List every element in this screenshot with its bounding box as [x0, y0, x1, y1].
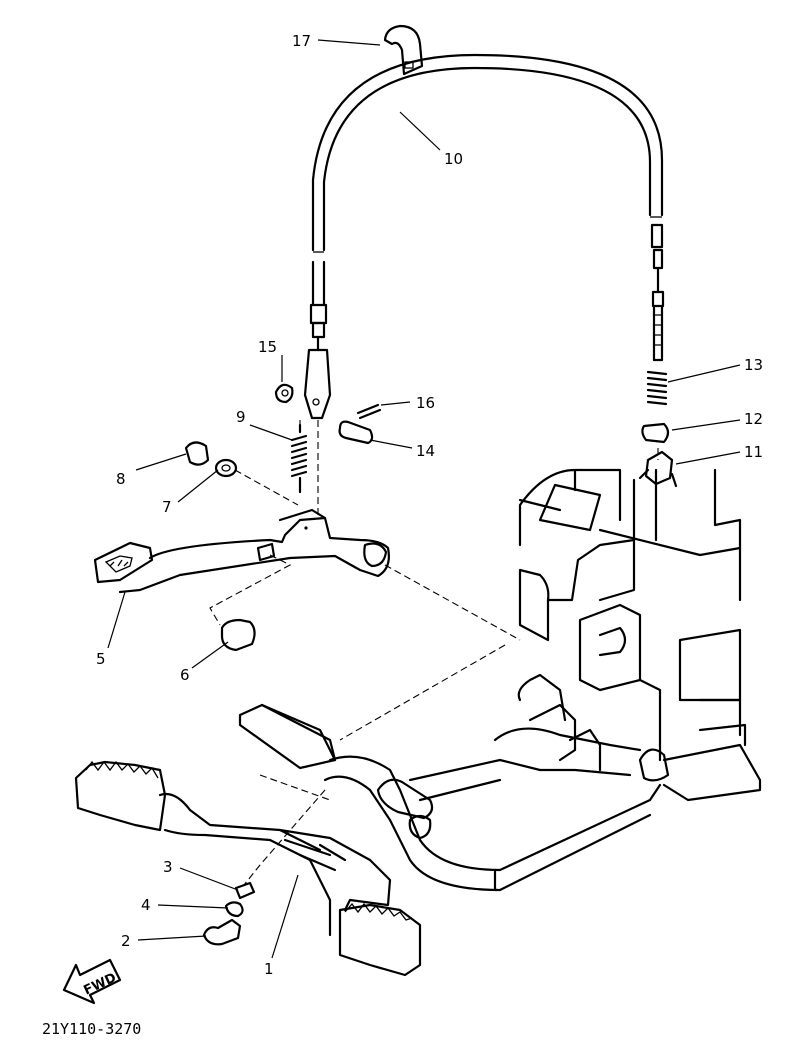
- callout-16: 16: [416, 394, 435, 412]
- callout-1: 1: [264, 960, 274, 978]
- washer-7: [214, 458, 238, 478]
- clevis-pin: [338, 420, 374, 445]
- callout-10: 10: [444, 150, 463, 168]
- callout-5: 5: [96, 650, 106, 668]
- callout-11: 11: [744, 443, 763, 461]
- cotter-pin: [356, 403, 382, 420]
- adjuster-spring: [646, 370, 668, 406]
- callout-4: 4: [141, 896, 151, 914]
- cable-clamp: [383, 24, 424, 76]
- callout-6: 6: [180, 666, 190, 684]
- callout-2: 2: [121, 932, 131, 950]
- callout-17: 17: [292, 32, 311, 50]
- cable-bracket-nut: [638, 450, 678, 488]
- nut-8: [184, 441, 210, 466]
- lock-washer-4: [224, 901, 244, 918]
- callout-8: 8: [116, 470, 126, 488]
- assembly-lines: [209, 420, 659, 886]
- callout-3: 3: [163, 858, 173, 876]
- callout-7: 7: [162, 498, 172, 516]
- washer-3: [234, 881, 256, 900]
- callout-13: 13: [744, 356, 763, 374]
- part-code: 21Y110-3270: [42, 1020, 141, 1038]
- callout-15: 15: [258, 338, 277, 356]
- callout-12: 12: [744, 410, 763, 428]
- frame: [238, 468, 762, 892]
- fwd-arrow: FWD: [62, 958, 122, 1005]
- footrest-bracket: [74, 760, 422, 977]
- leader-lines: [107, 39, 741, 959]
- cable-joint: [641, 422, 670, 444]
- fwd-label: FWD: [82, 970, 119, 998]
- brake-cable: [303, 53, 665, 420]
- callout-9: 9: [236, 408, 246, 426]
- return-spring: [290, 423, 308, 494]
- pedal-collar: [220, 618, 256, 652]
- callout-labels: 17 10 15 16 9 14 13 12 11 8 7 5 6 3 4 2 …: [96, 32, 763, 978]
- brake-pedal: [93, 508, 390, 594]
- callout-14: 14: [416, 442, 435, 460]
- bolt-2: [202, 918, 242, 946]
- washer-15: [274, 383, 294, 404]
